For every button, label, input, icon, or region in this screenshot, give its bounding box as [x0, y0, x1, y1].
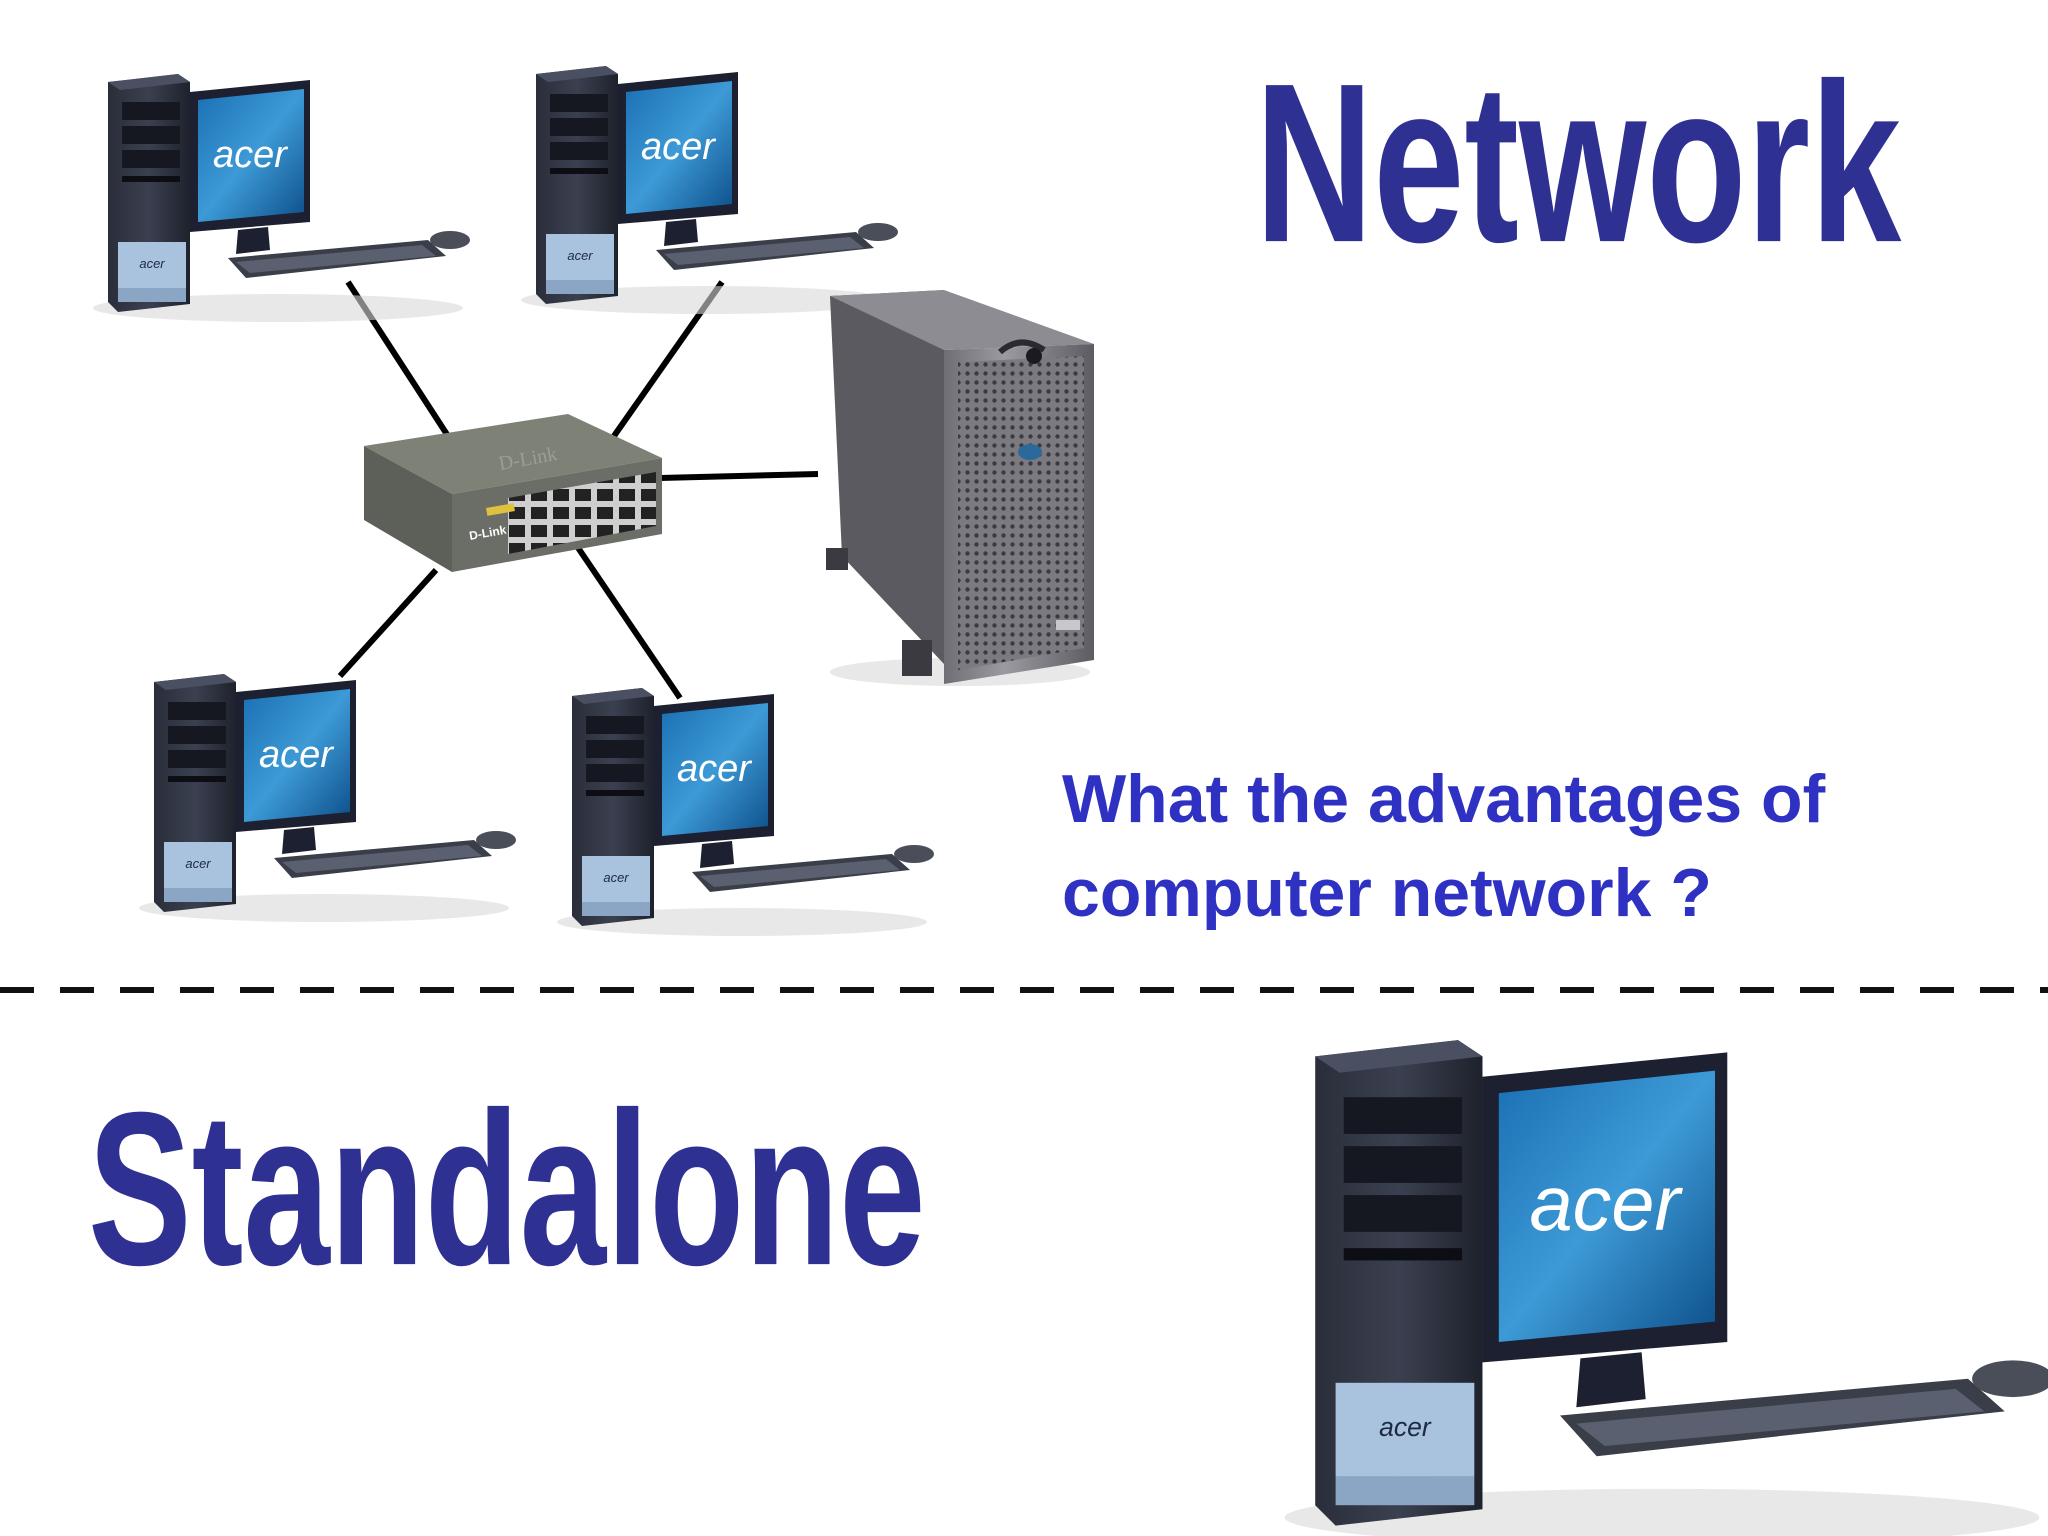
svg-text:D-Link: D-Link: [468, 523, 508, 543]
link-switch-server: [659, 471, 819, 481]
link-pc4-switch: [563, 528, 683, 700]
question-line-1: What the advantages of: [1062, 761, 1826, 837]
network-title: Network: [1255, 35, 1902, 290]
question-text: What the advantages of computer network …: [1062, 752, 1825, 940]
network-switch-icon: D-Link D-Link: [364, 414, 662, 572]
desktop-computer-icon: [1284, 1040, 2048, 1536]
desktop-computer-icon: [139, 674, 516, 922]
desktop-computer-icon: [93, 74, 470, 322]
desktop-computer-icon: [521, 66, 898, 314]
standalone-title: Standalone: [88, 1066, 926, 1311]
desktop-computer-icon: [557, 688, 934, 936]
server-tower-icon: [826, 290, 1094, 686]
question-line-2: computer network ?: [1062, 855, 1712, 931]
link-pc3-switch: [337, 567, 439, 679]
